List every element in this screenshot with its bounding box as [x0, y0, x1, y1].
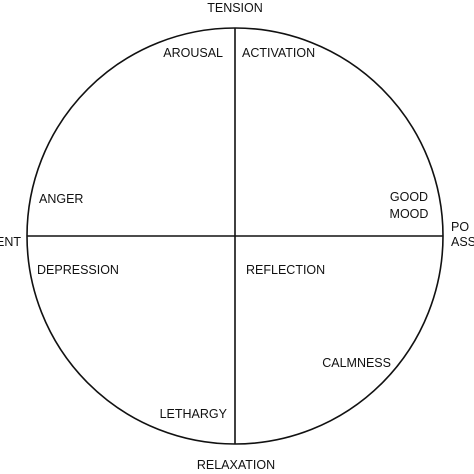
label-reflection: REFLECTION — [246, 263, 325, 277]
axis-label-right-line2: ASS — [451, 235, 474, 249]
label-good-mood-line2: MOOD — [390, 207, 429, 221]
axis-label-left: ENT — [0, 235, 21, 249]
label-lethargy: LETHARGY — [160, 407, 228, 421]
label-calmness: CALMNESS — [322, 356, 391, 370]
axis-label-bottom: RELAXATION — [197, 458, 275, 472]
label-arousal: AROUSAL — [163, 46, 223, 60]
label-anger: ANGER — [39, 192, 83, 206]
label-activation: ACTIVATION — [242, 46, 315, 60]
label-good-mood-line1: GOOD — [390, 190, 428, 204]
label-depression: DEPRESSION — [37, 263, 119, 277]
axis-label-right-line1: PO — [451, 220, 469, 234]
axis-label-top: TENSION — [207, 1, 263, 15]
